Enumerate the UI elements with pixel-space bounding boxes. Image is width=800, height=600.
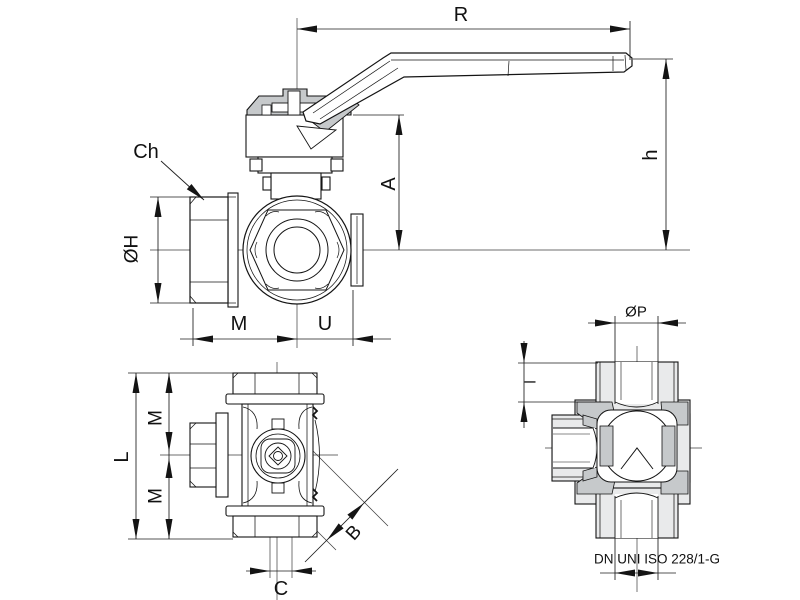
front-body [242,195,352,305]
top-view-wings [242,406,320,504]
top-view-stem [250,418,306,494]
section-ball-assembly [596,409,678,483]
dim-label-R: R [453,4,469,26]
dim-label-M-lower: M [145,488,167,504]
dim-label-C: C [273,578,289,600]
lever-handle [296,52,633,150]
dim-label-OH: ØH [121,234,143,264]
dim-label-l: l [522,380,540,384]
section-bores [553,362,659,538]
front-view [150,18,690,348]
dim-label-h: h [640,149,662,161]
dim-label-A: A [378,177,400,191]
section-view [518,316,702,592]
front-left-port [189,192,239,308]
front-right-port [350,213,364,287]
dim-label-M-upper: M [145,410,167,426]
dim-label-Ch: Ch [133,141,159,163]
top-view [128,362,399,600]
dim-label-M-front: M [230,313,248,335]
dim-label-U: U [317,313,333,335]
dim-label-OP: ØP [625,303,647,321]
front-dimensions [150,21,673,346]
dim-label-L: L [111,451,133,463]
thread-standard-note: DN UNI ISO 228/1-G [593,551,721,567]
